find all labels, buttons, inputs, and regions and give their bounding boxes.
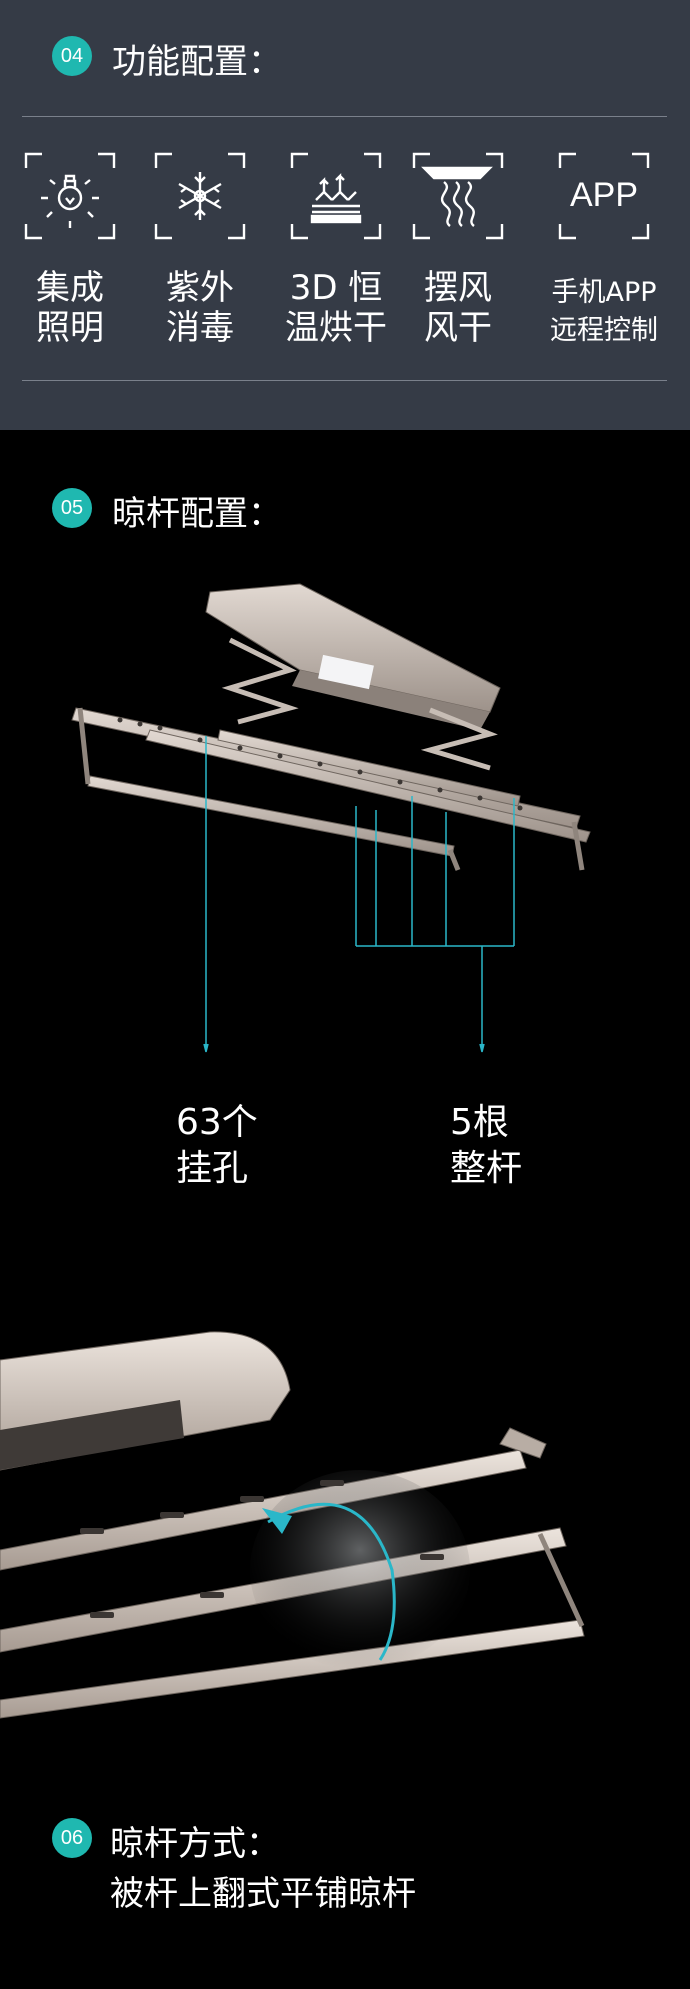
heat-drying-icon (288, 148, 384, 244)
app-icon: APP (556, 148, 652, 244)
snowflake-icon (152, 148, 248, 244)
feature-label-line: 手机APP (551, 277, 657, 308)
divider (22, 380, 667, 381)
wind-icon (410, 148, 506, 244)
callout-line: 63个 (176, 1102, 258, 1143)
section-title: 功能配置： (112, 42, 282, 82)
feature-label-line: 照明 (36, 308, 104, 348)
feature-label-line: 远程控制 (550, 315, 658, 346)
drying-rack-product-image (71, 583, 591, 1053)
app-icon-text: APP (569, 176, 639, 214)
section-title: 晾杆配置： (112, 494, 282, 534)
feature-label-drying: 3D 恒 温烘干 (276, 268, 396, 348)
feature-label-line: 紫外 (166, 268, 234, 308)
feature-label-uv: 紫外 消毒 (152, 268, 248, 348)
section-title: 晾杆方式： (110, 1824, 280, 1864)
callout-line: 整杆 (450, 1148, 523, 1189)
feature-label-line: 3D 恒 (289, 268, 383, 308)
callout-line: 5根 (450, 1102, 509, 1143)
section-number-badge: 04 (52, 36, 92, 76)
callout-poles: 5根 整杆 (450, 1100, 522, 1192)
features-section: 04 功能配置： (0, 0, 690, 430)
feature-label-line: 温烘干 (285, 308, 387, 348)
callout-line: 挂孔 (176, 1148, 249, 1189)
flip-up-pole-product-image (0, 1331, 585, 1719)
feature-label-wind: 摆风 风干 (410, 268, 506, 348)
feature-label-line: 集成 (36, 268, 104, 308)
feature-label-line: 摆风 (424, 268, 492, 308)
section-number-badge: 05 (52, 488, 92, 528)
feature-label-line: 消毒 (166, 308, 234, 348)
feature-label-lighting: 集成 照明 (22, 268, 118, 348)
feature-label-line: 风干 (424, 308, 492, 348)
callout-holes: 63个 挂孔 (176, 1100, 258, 1192)
section-number-badge: 06 (52, 1818, 92, 1858)
section-subtitle: 被杆上翻式平铺晾杆 (110, 1874, 416, 1914)
divider (22, 116, 667, 117)
feature-label-app: 手机APP 远程控制 (532, 274, 676, 350)
bulb-icon (22, 148, 118, 244)
